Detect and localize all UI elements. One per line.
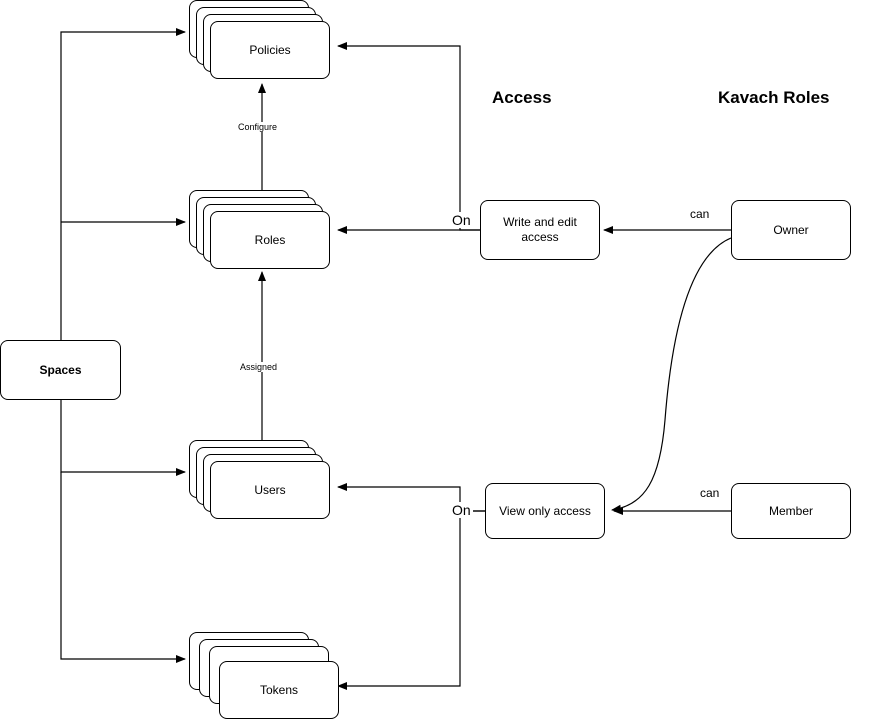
node-view-only-access-label: View only access bbox=[499, 503, 591, 518]
edge-spaces-tokens bbox=[60, 472, 186, 663]
node-roles-label: Roles bbox=[254, 232, 286, 247]
heading-access: Access bbox=[492, 88, 552, 107]
node-tokens-label: Tokens bbox=[259, 682, 299, 697]
node-users[interactable]: Users bbox=[210, 461, 330, 519]
node-view-only-access[interactable]: View only access bbox=[485, 483, 605, 539]
node-policies-label: Policies bbox=[249, 42, 291, 57]
node-spaces[interactable]: Spaces bbox=[0, 340, 121, 400]
node-policies[interactable]: Policies bbox=[210, 21, 330, 79]
node-spaces-label: Spaces bbox=[39, 362, 82, 377]
node-write-and-edit-access[interactable]: Write and edit access bbox=[480, 200, 600, 260]
edge-owner-view bbox=[611, 237, 732, 513]
edge-spaces-policies bbox=[60, 28, 186, 340]
node-users-label: Users bbox=[254, 482, 286, 497]
edge-label-on-bottom: On bbox=[450, 502, 473, 518]
node-member[interactable]: Member bbox=[731, 483, 851, 539]
edge-view-tokens bbox=[337, 510, 485, 690]
edge-label-can-member: can bbox=[698, 486, 722, 500]
node-write-and-edit-access-label: Write and edit access bbox=[503, 215, 577, 244]
edge-label-configure: Configure bbox=[236, 122, 280, 132]
edge-label-assigned: Assigned bbox=[238, 362, 280, 372]
edge-spaces-users bbox=[60, 400, 186, 476]
node-owner[interactable]: Owner bbox=[731, 200, 851, 260]
node-owner-label: Owner bbox=[773, 222, 809, 237]
node-tokens[interactable]: Tokens bbox=[219, 661, 339, 719]
edge-label-on-top: On bbox=[450, 212, 473, 228]
heading-kavach-roles: Kavach Roles bbox=[718, 88, 830, 107]
node-roles[interactable]: Roles bbox=[210, 211, 330, 269]
edge-write-policies bbox=[337, 42, 480, 231]
node-member-label: Member bbox=[768, 503, 813, 518]
edge-label-can-owner: can bbox=[688, 207, 712, 221]
